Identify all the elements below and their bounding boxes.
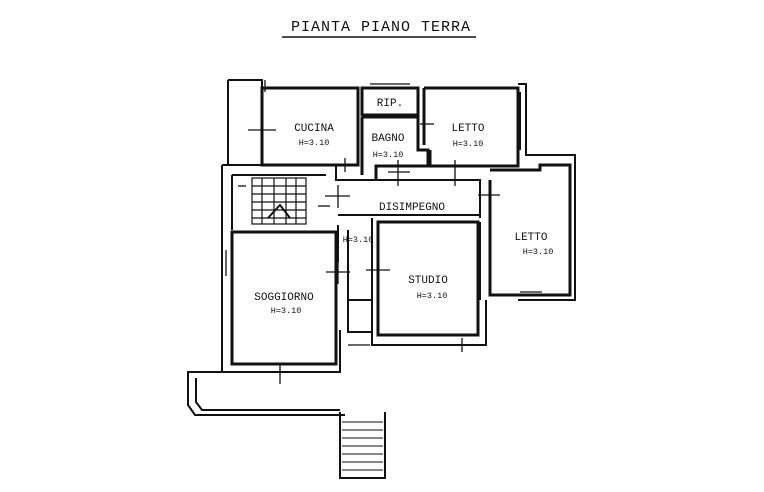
wall-bagno — [360, 115, 430, 180]
label-letto-1: LETTO — [451, 123, 484, 135]
label-rip: RIP. — [377, 98, 403, 110]
height-corridor: H=3.10 — [343, 235, 374, 245]
wall-passage — [347, 230, 372, 333]
wall-outside-stair — [339, 412, 386, 479]
wall-studio — [376, 220, 480, 337]
wall-letto2 — [488, 163, 572, 297]
wall-corridor-inner — [231, 174, 326, 230]
label-cucina: CUCINA — [294, 123, 334, 135]
height-bagno: H=3.10 — [373, 150, 404, 160]
walls — [187, 79, 576, 479]
plan-title: PIANTA PIANO TERRA — [291, 19, 471, 36]
label-bagno: BAGNO — [371, 133, 404, 145]
wall-soggiorno-outer — [221, 225, 341, 373]
height-soggiorno: H=3.10 — [271, 306, 302, 316]
outside-stair — [342, 421, 383, 471]
wall-corridor-top — [221, 164, 481, 225]
height-letto-1: H=3.10 — [453, 139, 484, 149]
label-soggiorno: SOGGIORNO — [254, 292, 314, 304]
wall-soggiorno — [230, 230, 338, 366]
openings — [225, 80, 542, 384]
wall-east-outer — [518, 83, 576, 301]
wall-letto1 — [422, 86, 520, 168]
label-letto-2: LETTO — [514, 232, 547, 244]
room-labels: CUCINA H=3.10 RIP. BAGNO H=3.10 LETTO H=… — [254, 98, 553, 316]
height-cucina: H=3.10 — [299, 138, 330, 148]
wall-studio-outer — [371, 218, 487, 346]
wall-disimpegno — [337, 214, 480, 262]
wall-rip — [360, 86, 420, 117]
wall-kitchen-left — [227, 79, 263, 165]
height-letto-2: H=3.10 — [523, 247, 554, 257]
label-studio: STUDIO — [408, 275, 448, 287]
label-disimpegno: DISIMPEGNO — [379, 202, 445, 214]
height-studio: H=3.10 — [417, 291, 448, 301]
wall-terrace — [187, 371, 345, 416]
internal-stair — [251, 177, 307, 225]
